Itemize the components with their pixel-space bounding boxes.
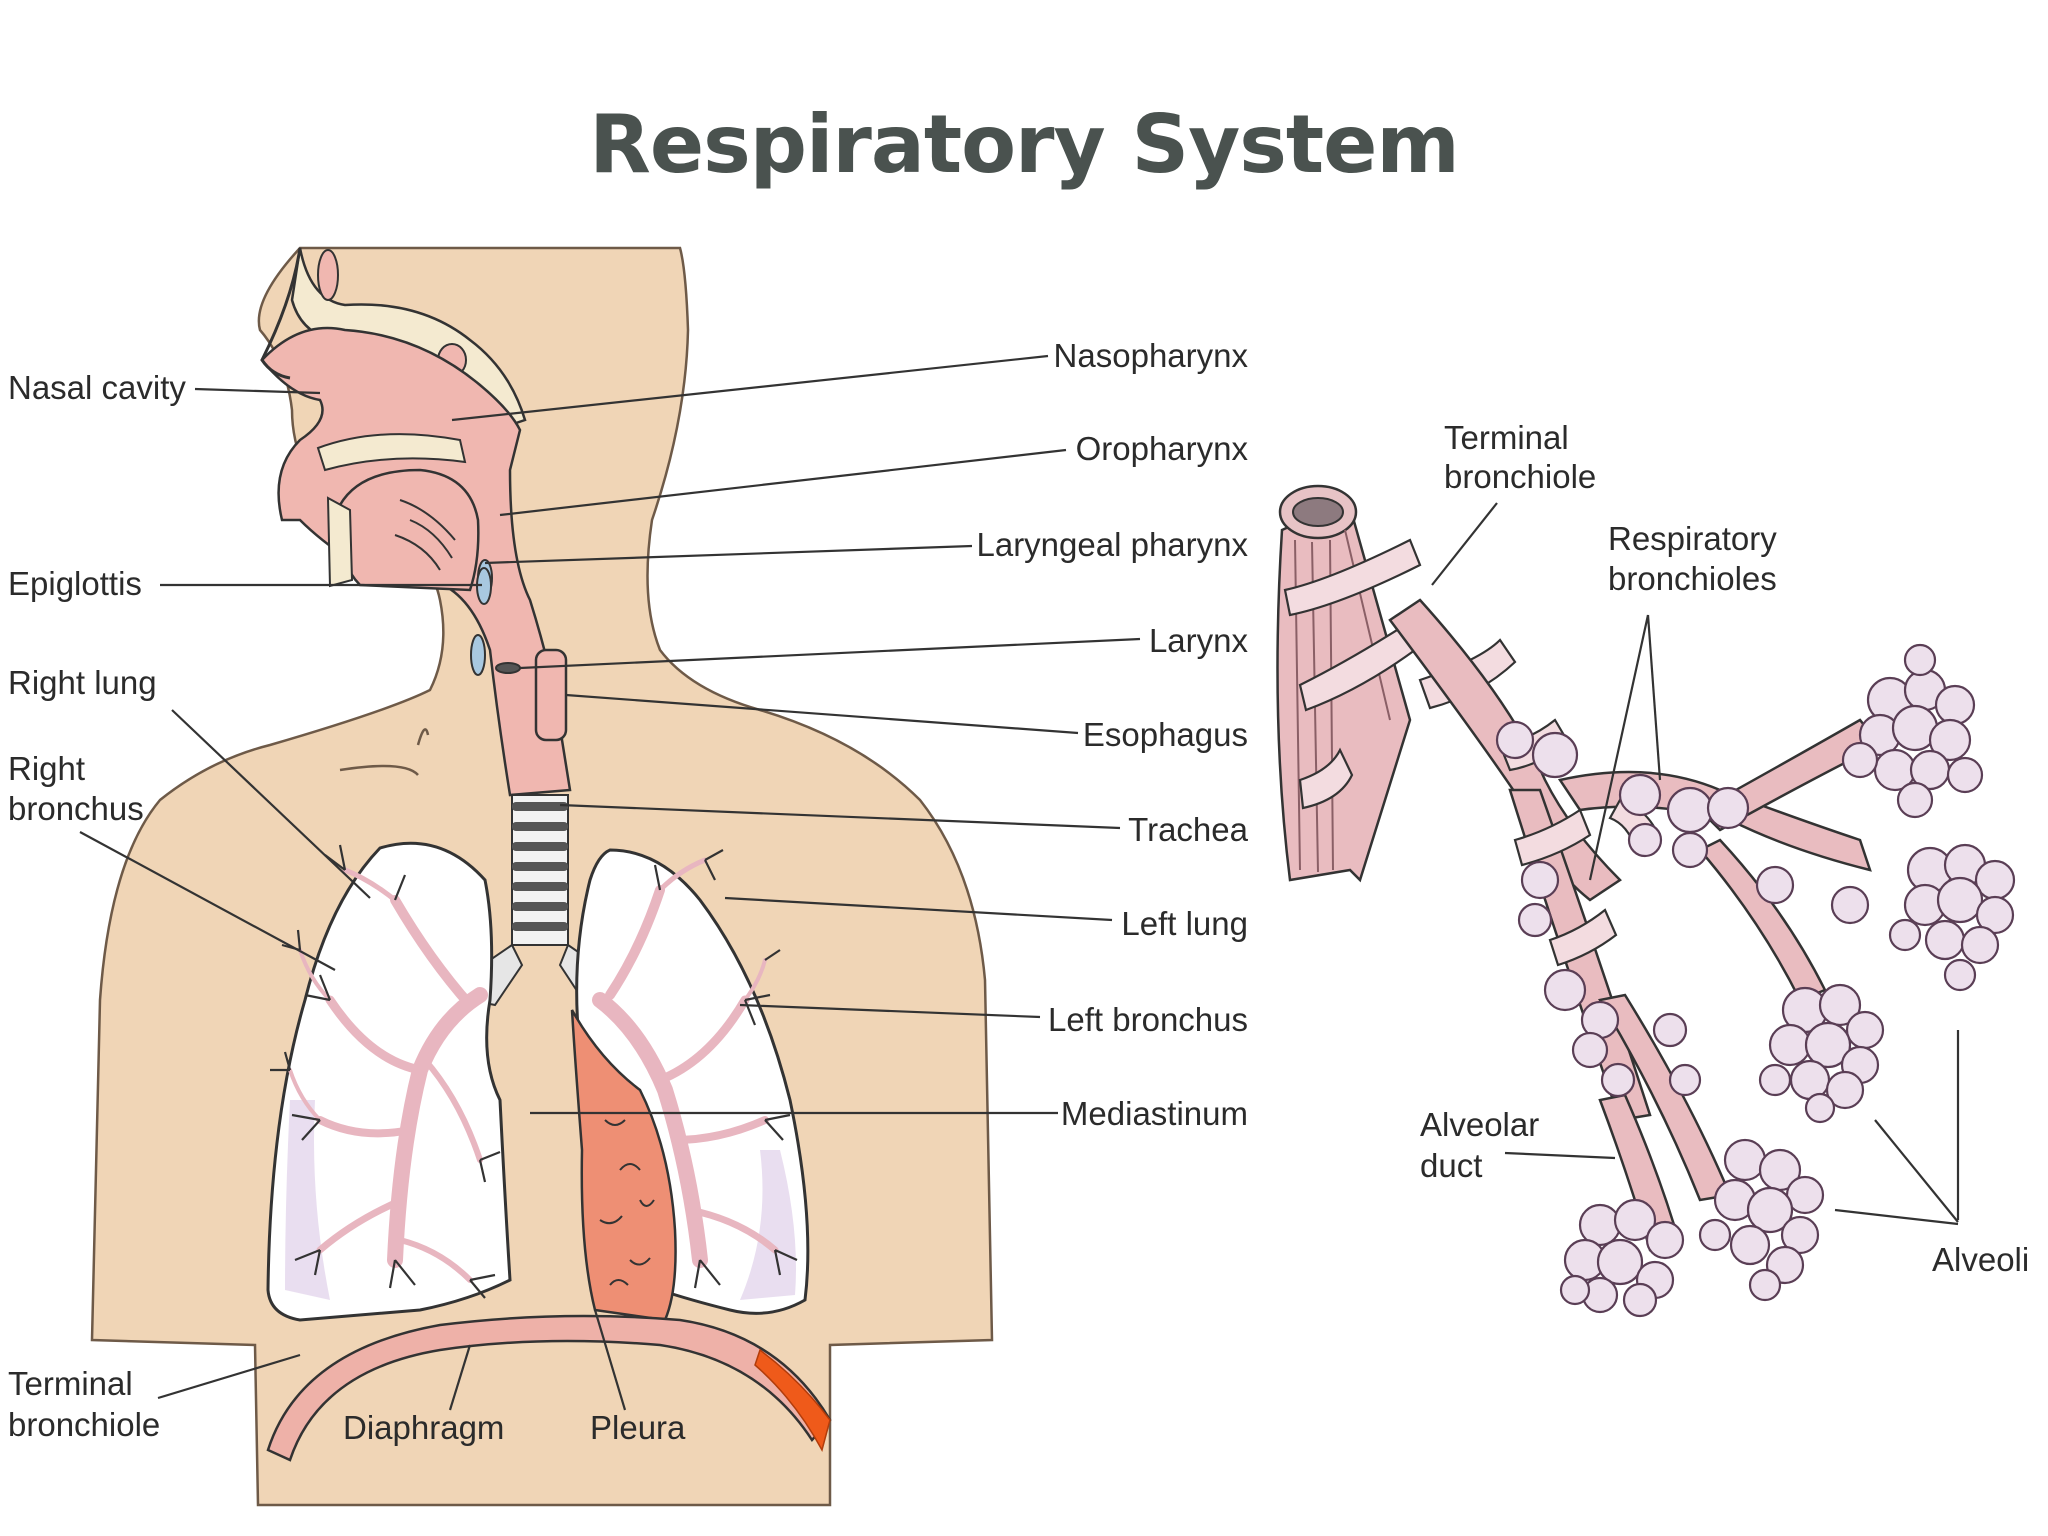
thyroid-cartilage <box>470 634 486 676</box>
label-nasal-cavity: Nasal cavity <box>8 369 186 406</box>
leader-terminal-bronchiole <box>157 1353 301 1400</box>
left-bronchial-tree <box>592 857 779 1268</box>
leader-esophagus <box>565 693 1079 735</box>
tongue-muscle-line <box>394 534 441 571</box>
neck-line <box>339 764 419 776</box>
tongue-muscle-line <box>399 499 456 541</box>
label-mediastinum: Mediastinum <box>1061 1095 1248 1132</box>
vocal-fold <box>495 662 521 674</box>
leader-alveolar-duct <box>1504 1151 1616 1160</box>
label-right-lung: Right lung <box>8 664 157 701</box>
leader-nasopharynx <box>451 354 1049 422</box>
sinus <box>317 249 339 301</box>
leader-right-bronchus <box>79 831 336 971</box>
leader-alveoli-c <box>1834 1208 1959 1226</box>
tongue-muscle-line <box>409 519 453 559</box>
mediastinum-texture <box>599 1119 655 1286</box>
right-lung-shape <box>266 841 512 1322</box>
label-alveolar-duct-line2: duct <box>1420 1147 1482 1184</box>
label-alveoli: Alveoli <box>1932 1241 2029 1278</box>
detail-leader-lines <box>1431 502 1960 1226</box>
mediastinum-shape <box>570 1009 677 1322</box>
body-labels-left: Nasal cavity Epiglottis Right lung Right… <box>8 369 686 1446</box>
label-detail-terminal-bronchiole-line2: bronchiole <box>1444 458 1596 495</box>
label-right-bronchus-line1: Right <box>8 750 85 787</box>
left-bronchiole-twigs <box>653 849 798 1289</box>
alveolar-sac-cluster-center <box>1758 983 1885 1124</box>
left-lung-texture <box>740 1150 796 1300</box>
label-left-bronchus: Left bronchus <box>1048 1001 1248 1038</box>
label-trachea: Trachea <box>1128 811 1248 848</box>
leader-alveoli-b <box>1874 1119 1959 1223</box>
alveolar-sac-cluster-bottom <box>1559 1198 1685 1318</box>
alveoli-along-bronchioles <box>1495 720 1870 1098</box>
leader-diaphragm <box>448 1344 472 1411</box>
alveolar-sac-cluster-top-right <box>1841 643 1984 819</box>
alveoli-detail <box>1276 484 2016 1318</box>
label-respiratory-bronchioles-line1: Respiratory <box>1608 520 1777 557</box>
esophagus-tube <box>534 648 568 742</box>
tongue <box>337 468 480 592</box>
hard-palate <box>316 433 467 472</box>
leader-larynx <box>519 637 1141 670</box>
label-detail-terminal-bronchiole-line1: Terminal <box>1444 419 1569 456</box>
body-leader-lines <box>79 354 1141 1411</box>
label-pleura: Pleura <box>590 1409 686 1446</box>
detail-labels: Terminal bronchiole Respiratory bronchio… <box>1420 419 2029 1278</box>
pleura-accent <box>754 1348 831 1453</box>
label-terminal-bronchiole-line2: bronchiole <box>8 1406 160 1443</box>
body-labels-right: Nasopharynx Oropharynx Laryngeal pharynx… <box>976 337 1248 1132</box>
label-nasopharynx: Nasopharynx <box>1054 337 1249 374</box>
page-title: Respiratory System <box>589 98 1460 191</box>
alveolar-sac-cluster-lower <box>1698 1138 1825 1302</box>
label-laryngeal-pharynx: Laryngeal pharynx <box>976 526 1248 563</box>
leader-respiratory-bronchioles-b <box>1646 614 1662 781</box>
leader-left-bronchus <box>739 1003 1041 1019</box>
label-esophagus: Esophagus <box>1083 716 1248 753</box>
leader-nasal-cavity <box>194 387 321 395</box>
label-respiratory-bronchioles-line2: bronchioles <box>1608 560 1777 597</box>
leader-pleura <box>593 1309 627 1411</box>
torso-illustration <box>90 246 994 1507</box>
leader-respiratory-bronchioles-a <box>1588 614 1650 881</box>
bronchiole-lumen <box>1292 497 1344 527</box>
label-left-lung: Left lung <box>1121 905 1248 942</box>
label-diaphragm: Diaphragm <box>343 1409 504 1446</box>
label-oropharynx: Oropharynx <box>1076 430 1249 467</box>
right-bronchiole-twigs <box>270 844 501 1299</box>
leader-detail-terminal-bronchiole <box>1431 502 1498 586</box>
leader-left-lung <box>724 896 1113 922</box>
leader-laryngeal-pharynx <box>484 544 973 565</box>
label-alveolar-duct-line1: Alveolar <box>1420 1106 1539 1143</box>
nose-outline <box>260 247 302 380</box>
neck-line <box>416 728 430 746</box>
label-epiglottis: Epiglottis <box>8 565 142 602</box>
leader-oropharynx <box>499 448 1067 517</box>
leader-trachea <box>559 803 1121 830</box>
label-larynx: Larynx <box>1149 622 1249 659</box>
label-right-bronchus-line2: bronchus <box>8 790 144 827</box>
leader-right-lung <box>171 709 371 899</box>
label-terminal-bronchiole-line1: Terminal <box>8 1365 133 1402</box>
jaw-bone <box>326 496 354 588</box>
alveolar-sac-cluster-mid-right <box>1888 843 2016 992</box>
right-bronchial-tree <box>288 867 488 1283</box>
